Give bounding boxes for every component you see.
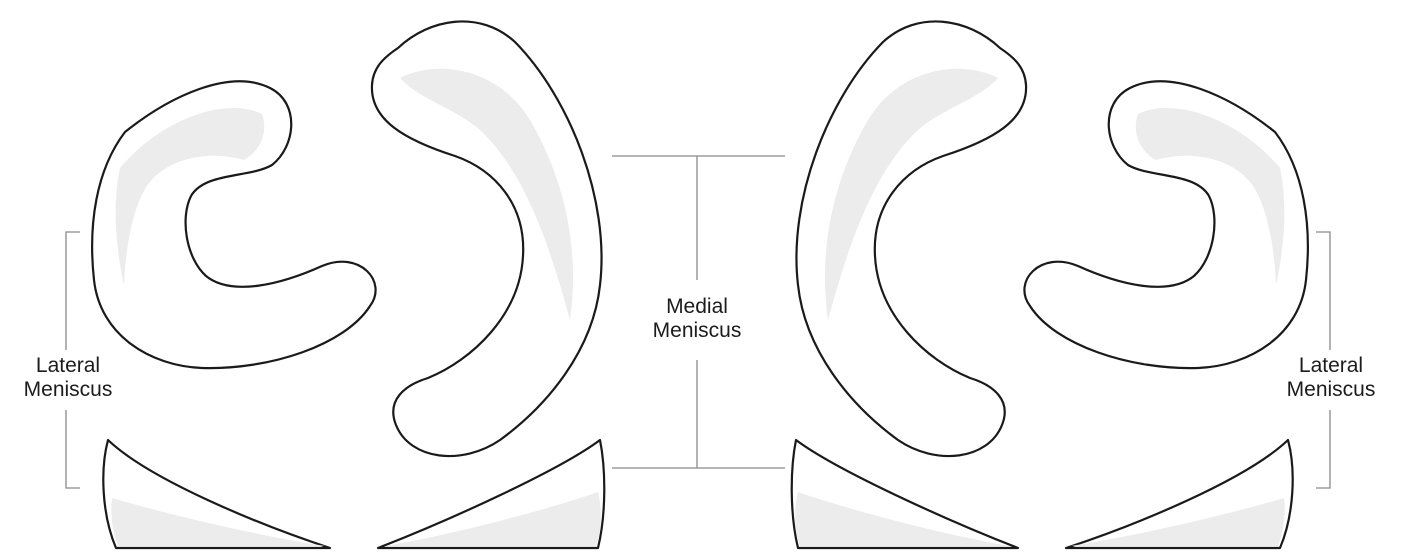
medial-label-line1: Medial	[632, 295, 762, 319]
left-lateral-label-line2: Meniscus	[4, 378, 132, 402]
right-lateral-wedge	[1066, 440, 1293, 548]
medial-label-line2: Meniscus	[632, 319, 762, 343]
right-lateral-label-line1: Lateral	[1266, 354, 1396, 378]
left-lateral-wedge	[103, 440, 330, 548]
left-lateral-meniscus	[92, 81, 375, 368]
left-lateral-label: Lateral Meniscus	[4, 354, 132, 402]
medial-label: Medial Meniscus	[632, 295, 762, 343]
left-lateral-label-line1: Lateral	[4, 354, 132, 378]
left-medial-wedge	[378, 440, 604, 548]
right-medial-meniscus	[796, 21, 1026, 456]
right-medial-wedge	[792, 440, 1018, 548]
left-medial-meniscus	[372, 21, 602, 456]
right-lateral-meniscus	[1024, 81, 1307, 368]
right-lateral-label-line2: Meniscus	[1266, 378, 1396, 402]
right-lateral-label: Lateral Meniscus	[1266, 354, 1396, 402]
